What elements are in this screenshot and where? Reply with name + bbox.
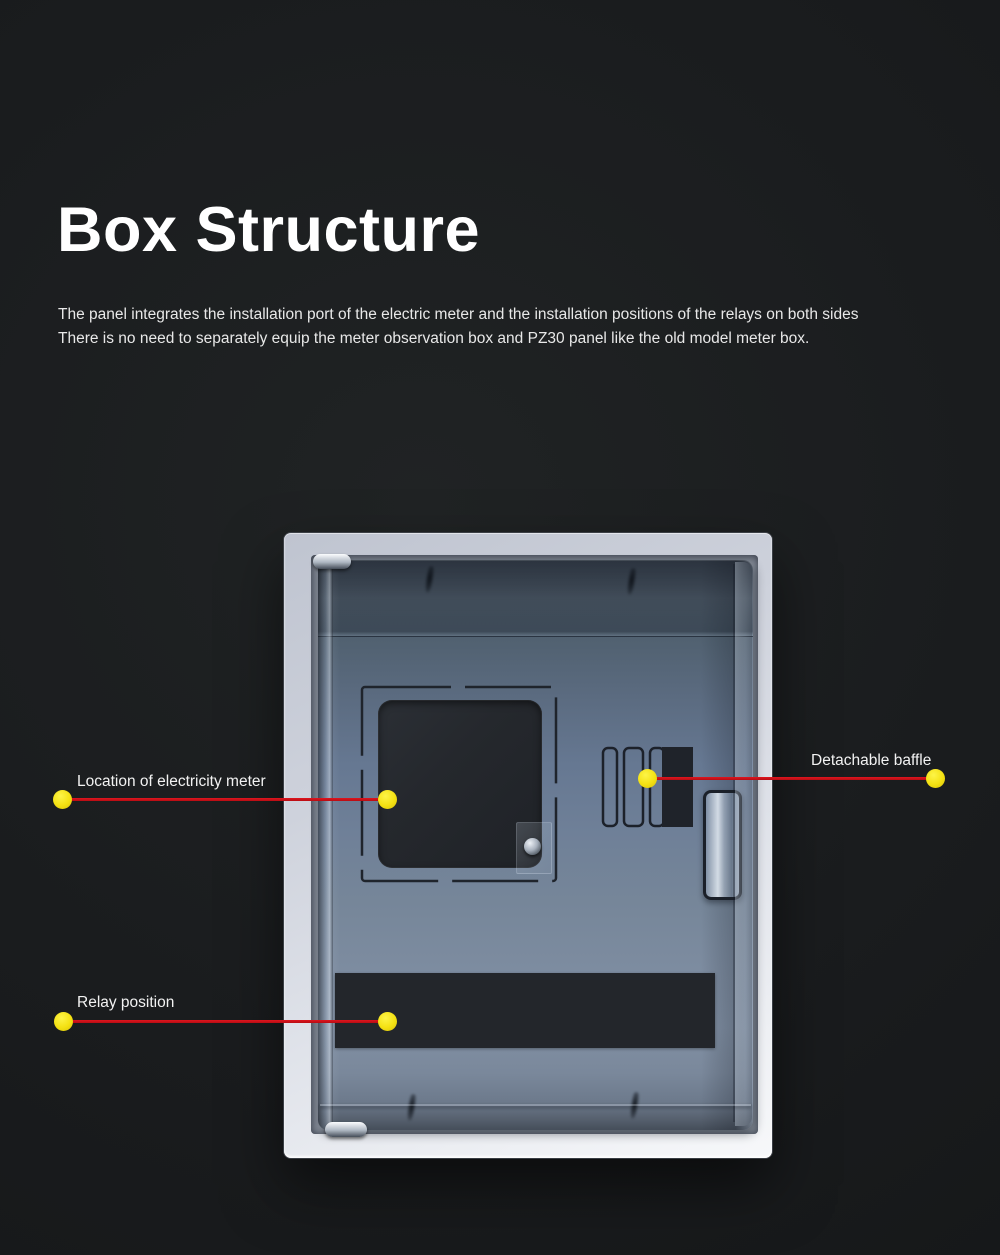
hinge-top (313, 554, 351, 569)
relay-callout-dot-target (378, 1012, 397, 1031)
baffle-callout-label: Detachable baffle (811, 752, 932, 769)
meter-callout-line (63, 798, 387, 801)
relay-callout-line (64, 1020, 387, 1023)
cover-right-highlight (735, 562, 752, 1126)
screw-icon (524, 838, 541, 855)
relay-callout-dot-label (54, 1012, 73, 1031)
relay-position-strip (335, 973, 715, 1048)
cover-latch (703, 790, 742, 900)
description: The panel integrates the installation po… (58, 303, 858, 351)
cover-right-bevel (733, 564, 735, 1122)
cover-hinge-strip (318, 560, 333, 1130)
meter-box-image (284, 533, 772, 1158)
meter-cutline-rect (360, 685, 558, 883)
cover-bottom-lip (320, 1104, 751, 1106)
description-line-1: The panel integrates the installation po… (58, 306, 859, 323)
page-title: Box Structure (57, 195, 481, 265)
baffle-opening (662, 747, 693, 827)
box-transparent-cover (313, 554, 753, 1137)
baffle-callout-dot-target (638, 769, 657, 788)
cover-top-face (318, 560, 753, 637)
meter-callout-dot-target (378, 790, 397, 809)
baffle-slot-outline (648, 746, 666, 828)
electricity-meter-window (378, 700, 542, 868)
relay-callout-label: Relay position (77, 994, 175, 1011)
description-line-2: There is no need to separately equip the… (58, 330, 810, 347)
baffle-slot-outline (601, 746, 619, 828)
baffle-callout-dot-label (926, 769, 945, 788)
baffle-slot-outline (622, 746, 645, 828)
meter-callout-dot-label (53, 790, 72, 809)
baffle-callout-line (647, 777, 935, 780)
meter-callout-label: Location of electricity meter (77, 773, 266, 790)
hinge-bottom (325, 1122, 367, 1137)
